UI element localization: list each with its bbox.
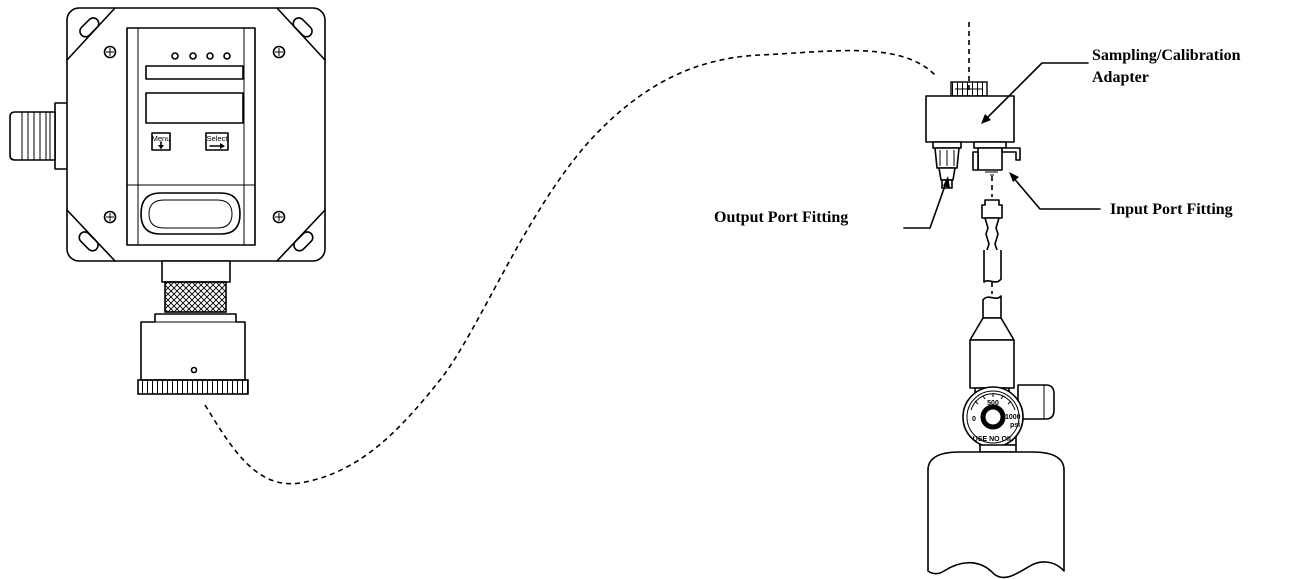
- status-led: [171, 52, 179, 60]
- adapter-label-line2: Adapter: [1092, 69, 1149, 86]
- label-output-port: Output Port Fitting: [714, 176, 950, 229]
- status-led: [223, 52, 231, 60]
- mount-slot: [292, 17, 313, 38]
- sampling-tube: [204, 49, 936, 485]
- sensor-coupling: [164, 281, 227, 313]
- mount-slot: [293, 231, 314, 252]
- input-port-label: Input Port Fitting: [1110, 201, 1233, 218]
- screw-icon: [272, 45, 286, 59]
- gauge-warning: USE NO OIL: [973, 436, 1014, 443]
- status-led: [189, 52, 197, 60]
- status-led: [206, 52, 214, 60]
- mount-slot: [79, 17, 100, 38]
- pressure-gauge-icon: 0 500 1000 psi USE NO OIL: [962, 386, 1024, 448]
- cap-hole: [190, 366, 198, 374]
- screw-icon: [272, 210, 286, 224]
- gauge-scale-mid: 500: [987, 400, 999, 407]
- select-button-label: Select: [207, 134, 229, 143]
- display-bar: [145, 65, 244, 80]
- select-button[interactable]: Select: [205, 132, 229, 151]
- main-display: [145, 92, 244, 124]
- label-input-port: Input Port Fitting: [1009, 172, 1233, 218]
- hose-barb: [981, 176, 1003, 319]
- screw-icon: [103, 45, 117, 59]
- gas-cylinder: [927, 444, 1065, 579]
- calibration-adapter: [925, 22, 1021, 189]
- sensor-window: [140, 192, 241, 235]
- label-adapter: Sampling/Calibration Adapter: [981, 47, 1241, 124]
- output-port-label: Output Port Fitting: [714, 209, 848, 226]
- gas-detector: Menu Select: [9, 7, 326, 283]
- adapter-label-line1: Sampling/Calibration: [1092, 47, 1241, 64]
- gauge-unit: psi: [1010, 422, 1020, 429]
- gauge-scale-max: 1000: [1005, 414, 1021, 421]
- gauge-scale-zero: 0: [972, 416, 976, 423]
- menu-button[interactable]: Menu: [151, 132, 171, 151]
- menu-button-label: Menu: [152, 134, 171, 143]
- mount-slot: [78, 231, 99, 252]
- sensor-cap: [137, 313, 249, 395]
- sensor-neck: [161, 260, 231, 283]
- screw-icon: [103, 210, 117, 224]
- cable-gland: [9, 102, 70, 170]
